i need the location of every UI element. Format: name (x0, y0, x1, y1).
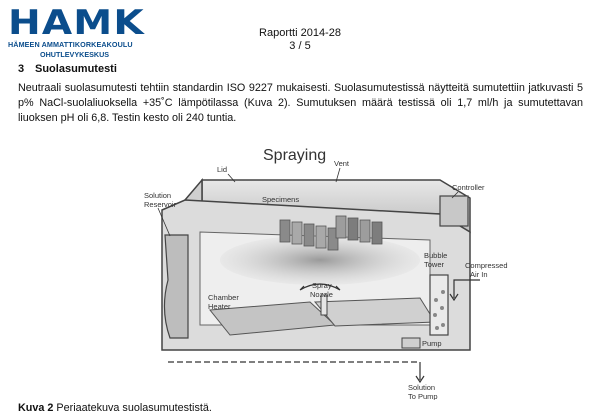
label-lid: Lid (217, 165, 227, 174)
label-solution-reservoir: Solution (144, 191, 171, 200)
label-spray-nozzle: Spray (312, 281, 332, 290)
label-bubble-tower: Bubble (424, 251, 447, 260)
controller-panel (439, 195, 469, 227)
label-solution-reservoir-2: Reservoir (144, 200, 177, 209)
caption-text: Periaatekuva suolasumutestistä. (53, 402, 212, 414)
label-compressed-air: Compressed (465, 261, 508, 270)
hamk-logo: HAMK HÄMEEN AMMATTIKORKEAKOULU OHUTLEVYK… (8, 6, 168, 59)
salt-fog-cloud (220, 235, 420, 285)
specimen-rack (279, 215, 383, 251)
label-bubble-tower-2: Tower (424, 260, 445, 269)
section-heading: 3 Suolasumutesti (18, 63, 117, 75)
bubble-tower-bubbles (433, 290, 445, 330)
page-number: 3 / 5 (289, 40, 311, 52)
chamber-floor-plate (313, 297, 436, 327)
vent-leader-line (335, 167, 341, 183)
label-vent: Vent (334, 159, 350, 168)
logo-wordmark: HAMK (8, 3, 145, 43)
section-number: 3 (18, 63, 25, 75)
label-solution-to-pump-2: To Pump (408, 392, 438, 400)
section-title: Suolasumutesti (35, 63, 117, 75)
label-solution-to-pump: Solution (408, 383, 435, 392)
label-pump: Pump (422, 339, 442, 348)
label-spray-nozzle-2: Nozzle (310, 290, 333, 299)
diagram-title: Spraying (263, 147, 326, 164)
spray-flow-arrows (299, 283, 341, 291)
lid-leader-line (227, 173, 236, 183)
body-paragraph: Neutraali suolasumutesti tehtiin standar… (18, 82, 583, 124)
figure-caption: Kuva 2 Periaatekuva suolasumutestistä. (18, 402, 212, 414)
solution-feed-arrow (415, 362, 425, 384)
report-title: Raportti 2014-28 (259, 27, 341, 39)
label-specimens: Specimens (262, 195, 299, 204)
salt-spray-diagram: Spraying (140, 140, 510, 401)
compressed-air-line (449, 279, 480, 302)
report-header: Raportti 2014-28 3 / 5 (250, 27, 350, 53)
spray-nozzle (320, 294, 328, 316)
logo-subtitle-university: HÄMEEN AMMATTIKORKEAKOULU (8, 40, 133, 49)
label-compressed-air-2: Air In (470, 270, 488, 279)
logo-subtitle-unit: OHUTLEVYKESKUS (40, 50, 110, 59)
label-chamber-heater-2: Heater (208, 302, 231, 311)
label-controller: Controller (452, 183, 485, 192)
bubble-tower (429, 274, 449, 336)
caption-label: Kuva 2 (18, 402, 54, 414)
label-chamber-heater: Chamber (208, 293, 239, 302)
diagram-svg: Spraying (144, 147, 508, 401)
pump-box (401, 337, 421, 349)
reservoir-leader-line (157, 207, 171, 237)
solution-reservoir (163, 234, 189, 339)
controller-leader-line (451, 191, 459, 199)
